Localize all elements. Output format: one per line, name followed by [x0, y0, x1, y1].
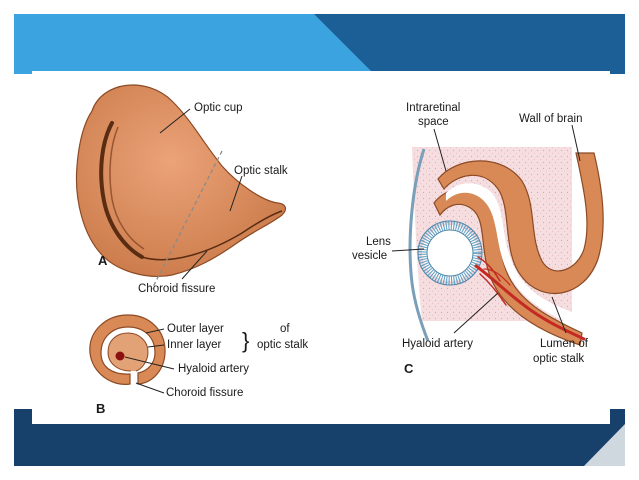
label-optic-stalk-b: optic stalk — [257, 339, 308, 351]
label-wall-of-brain: Wall of brain — [519, 113, 583, 125]
optic-cup-shape — [75, 84, 287, 277]
label-lumen-1: Lumen of — [540, 338, 589, 350]
label-of: of — [280, 323, 290, 335]
figure-svg: Optic cup Optic stalk Choroid fissure A … — [75, 84, 604, 416]
section-dashed-line — [151, 150, 223, 290]
label-lens-2: vesicle — [352, 250, 387, 262]
label-lumen-2: optic stalk — [533, 353, 584, 365]
label-hyaloid-artery-b: Hyaloid artery — [178, 363, 249, 375]
brace: } — [242, 328, 249, 353]
label-inner-layer: Inner layer — [167, 339, 222, 351]
embryology-figure: Optic cup Optic stalk Choroid fissure A … — [32, 71, 610, 424]
slide: Optic cup Optic stalk Choroid fissure A … — [14, 14, 625, 466]
hyaloid-artery-c — [474, 256, 586, 341]
optic-cup-rim — [99, 121, 144, 259]
label-hyaloid-artery-c: Hyaloid artery — [402, 338, 473, 350]
label-intraretinal-1: Intraretinal — [406, 102, 460, 114]
panel-letter-b: B — [96, 401, 105, 416]
label-outer-layer: Outer layer — [167, 323, 224, 335]
panel-c: Intraretinal space Wall of brain Lens ve… — [352, 102, 604, 376]
label-optic-cup: Optic cup — [194, 102, 243, 114]
panel-letter-a: A — [98, 253, 108, 268]
slide-header-right — [314, 14, 625, 74]
slide-corner-accent — [584, 424, 625, 466]
hyaloid-artery-dot — [115, 351, 125, 361]
label-optic-stalk-a: Optic stalk — [234, 165, 288, 177]
label-choroid-fissure-b: Choroid fissure — [166, 387, 243, 399]
panel-letter-c: C — [404, 361, 414, 376]
outer-layer-c — [437, 152, 604, 294]
ectoderm-line — [408, 148, 430, 342]
panel-a: Optic cup Optic stalk Choroid fissure A — [75, 84, 288, 295]
label-lens-1: Lens — [366, 236, 391, 248]
panel-b: Outer layer Inner layer } of optic stalk… — [89, 314, 308, 416]
label-choroid-fissure-a: Choroid fissure — [138, 283, 215, 295]
label-intraretinal-2: space — [418, 116, 449, 128]
